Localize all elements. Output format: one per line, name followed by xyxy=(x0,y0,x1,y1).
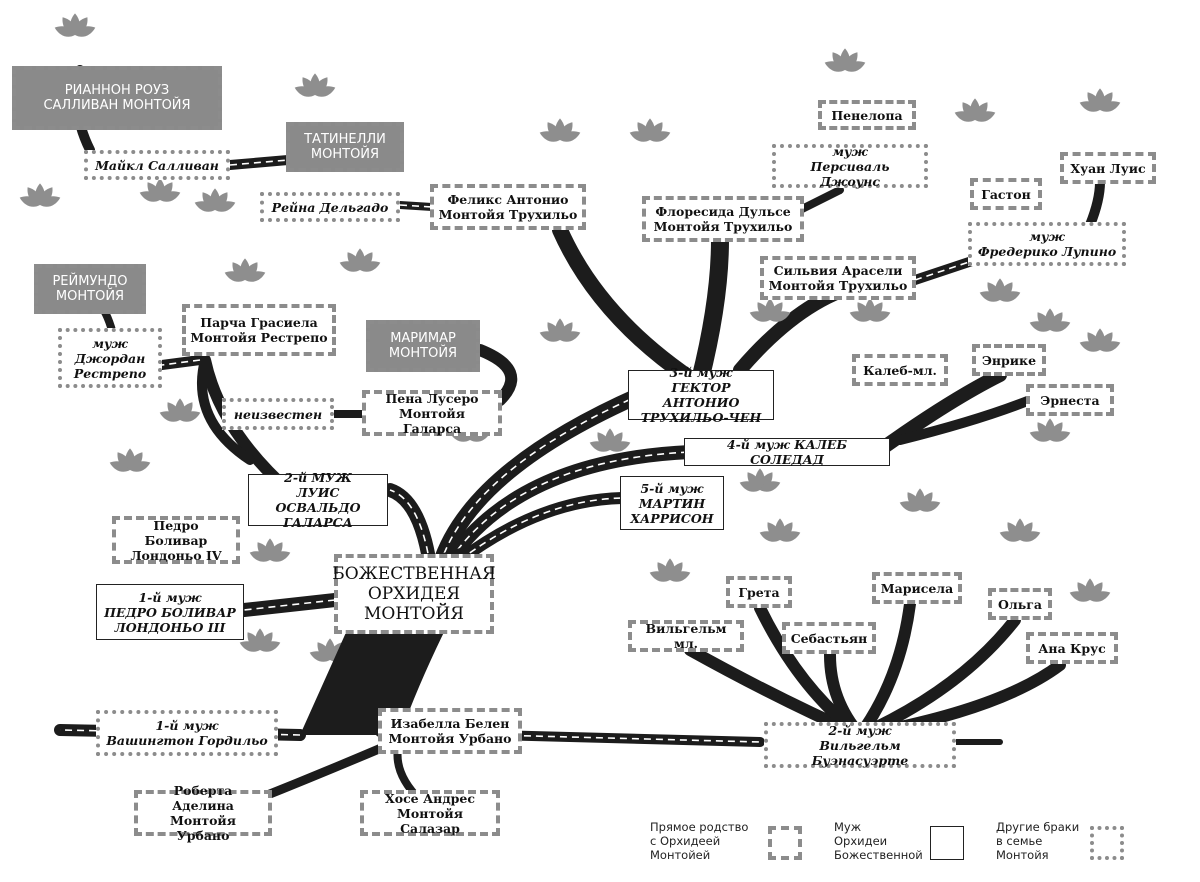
legend-spouse-label: Муж Орхидеи Божественной xyxy=(834,820,923,862)
person-reina[interactable]: Рейна Дельгадо xyxy=(260,192,400,222)
person-raymundo[interactable]: РЕЙМУНДО МОНТОЙЯ xyxy=(34,264,146,314)
person-michael[interactable]: Майкл Салливан xyxy=(84,150,230,180)
legend-other-label: Другие браки в семье Монтойя xyxy=(996,820,1080,862)
person-wilhelm-jr[interactable]: Вильгельм мл. xyxy=(628,620,744,652)
branch-road-marking xyxy=(229,159,289,166)
spouse-luis[interactable]: 2-й МУЖ ЛУИС ОСВАЛЬДО ГАЛАРСА xyxy=(248,470,388,530)
branch-road-marking xyxy=(399,204,433,208)
person-juan-luis[interactable]: Хуан Луис xyxy=(1060,152,1156,184)
legend-kin-label: Прямое родство с Орхидеей Монтойей xyxy=(650,820,749,862)
person-percival[interactable]: муж Персиваль Джоунс xyxy=(772,144,928,189)
person-tatinelli[interactable]: ТАТИНЕЛЛИ МОНТОЙЯ xyxy=(286,122,404,172)
person-isabella[interactable]: Изабелла Белен Монтойя Урбано xyxy=(378,708,522,754)
person-ana[interactable]: Ана Крус xyxy=(1026,632,1118,664)
branch-road-marking xyxy=(449,451,691,561)
marimar-stem xyxy=(474,344,518,406)
spouse-martin[interactable]: 5-й муж МАРТИН ХАРРИСОН xyxy=(620,476,724,530)
person-wilhelm[interactable]: 2-й муж Вильгельм Буэнасуэрте xyxy=(764,722,956,768)
spouse-caleb[interactable]: 4-й муж КАЛЕБ СОЛЕДАД xyxy=(684,437,890,467)
person-marisela[interactable]: Марисела xyxy=(872,572,962,604)
person-washington[interactable]: 1-й муж Вашингтон Гордильо xyxy=(96,710,278,756)
legend-kin-swatch xyxy=(768,826,802,860)
person-marimar[interactable]: МАРИМАР МОНТОЙЯ xyxy=(366,320,480,372)
juan-stem xyxy=(1085,177,1105,230)
person-penelope[interactable]: Пенелопа xyxy=(818,100,916,130)
person-sebastian[interactable]: Себастьян xyxy=(782,622,876,654)
legend-other-swatch xyxy=(1090,826,1124,860)
branch-to-felix xyxy=(552,222,708,393)
person-caleb-jr[interactable]: Калеб-мл. xyxy=(852,354,948,386)
branch-road-marking xyxy=(389,489,431,566)
branch-road-marking xyxy=(439,394,641,566)
luis-stem xyxy=(197,355,255,465)
person-jordan[interactable]: муж Джордан Рестрепо xyxy=(58,328,162,388)
person-pedro4[interactable]: Педро Боливар Лондоньо IV xyxy=(112,516,240,564)
person-gaston[interactable]: Гастон xyxy=(970,178,1042,210)
person-roberta[interactable]: Роберта Аделина Монтойя Урбано xyxy=(134,783,272,843)
person-felix[interactable]: Феликс Антонио Монтойя Трухильо xyxy=(430,184,586,230)
person-rhiannon[interactable]: РИАННОН РОУЗ САЛЛИВАН МОНТОЙЯ xyxy=(12,66,222,130)
person-florecida[interactable]: Флоресида Дульсе Монтойя Трухильо xyxy=(642,196,804,242)
branch-road-marking xyxy=(459,497,623,561)
person-olga[interactable]: Ольга xyxy=(988,588,1052,620)
branch-road-marking xyxy=(161,359,201,366)
branch-to-florecida xyxy=(691,231,729,389)
person-pena[interactable]: Пена Лусеро Монтойя Галарса xyxy=(362,390,502,436)
person-parcha[interactable]: Парча Грасиела Монтойя Рестрепо xyxy=(182,304,336,356)
branch-road-marking xyxy=(914,259,976,281)
spouse-hector[interactable]: 3-й муж ГЕКТОР АНТОНИО ТРУХИЛЬО-ЧЕН xyxy=(628,365,774,425)
person-greta[interactable]: Грета xyxy=(726,576,792,608)
person-silvia[interactable]: Сильвия Арасели Монтойя Трухильо xyxy=(760,256,916,300)
person-enrique[interactable]: Энрике xyxy=(972,344,1046,376)
person-jose[interactable]: Хосе Андрес Монтойя Салазар xyxy=(360,790,500,836)
person-ernesta[interactable]: Эрнеста xyxy=(1026,384,1114,416)
person-frederico[interactable]: муж Фредерико Лупино xyxy=(968,222,1126,266)
caleb-branch-2 xyxy=(895,395,1035,445)
branch-road-marking xyxy=(243,599,336,611)
person-orchid[interactable]: БОЖЕСТВЕННАЯ ОРХИДЕЯ МОНТОЙЯ xyxy=(332,554,496,634)
florecida-to-percival xyxy=(796,186,844,214)
spouse-pedro3[interactable]: 1-й муж ПЕДРО БОЛИВАР ЛОНДОНЬО III xyxy=(96,584,244,640)
legend-spouse-swatch xyxy=(930,826,964,860)
person-unknown[interactable]: неизвестен xyxy=(222,398,334,430)
